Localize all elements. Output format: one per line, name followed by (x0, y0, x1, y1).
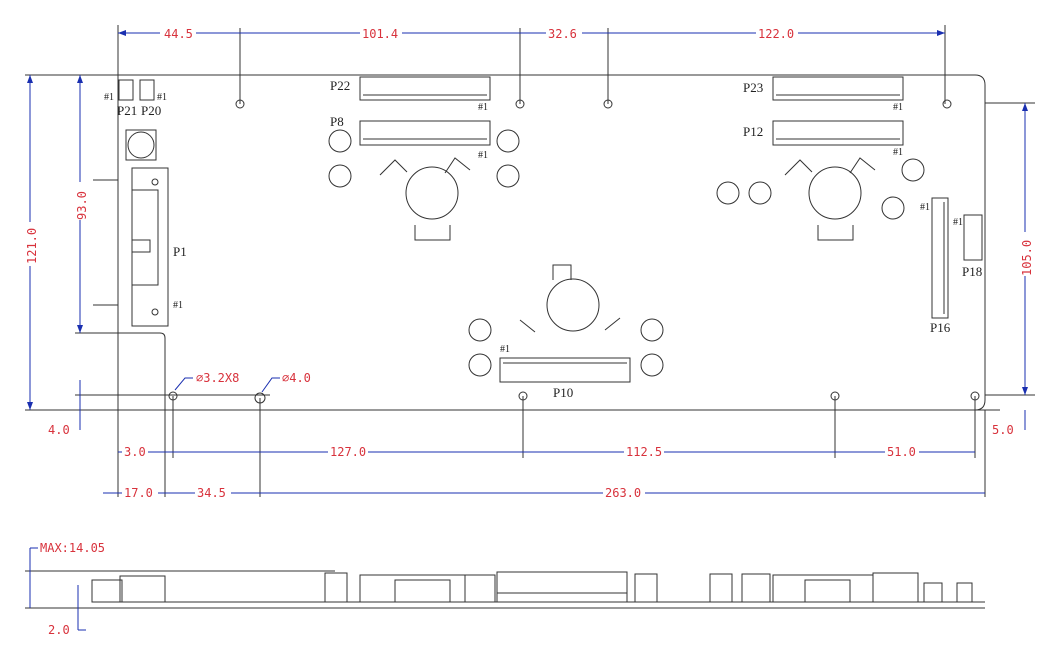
dim-34-5: 34.5 (197, 486, 226, 500)
side-view: MAX:14.05 2.0 (25, 541, 985, 637)
connector-p21: P21 #1 (104, 79, 137, 118)
connector-p23: P23 #1 (743, 76, 904, 113)
dim-101-4: 101.4 (362, 27, 398, 41)
pin1-marker: #1 (893, 147, 903, 158)
connector-p12: P12 #1 (743, 120, 904, 158)
connector-p1: P1 #1 (93, 167, 187, 327)
pin1-marker: #1 (953, 217, 963, 228)
pin1-marker: #1 (920, 202, 930, 213)
connector-p10: P10 #1 (499, 344, 631, 400)
label-p21: P21 (117, 103, 137, 118)
dim-127-0: 127.0 (330, 445, 366, 459)
label-p12: P12 (743, 124, 763, 139)
label-p1: P1 (173, 244, 187, 259)
label-p10: P10 (553, 385, 573, 400)
dim-3-0: 3.0 (124, 445, 146, 459)
dim-51-0: 51.0 (887, 445, 916, 459)
dim-112-5: 112.5 (626, 445, 662, 459)
connector-p8: P8 #1 (330, 114, 491, 161)
dim-32-6: 32.6 (548, 27, 577, 41)
pin1-marker: #1 (104, 92, 114, 103)
dim-4-0: 4.0 (48, 423, 70, 437)
dim-263-0: 263.0 (605, 486, 641, 500)
dim-17-0: 17.0 (124, 486, 153, 500)
bottom-dimension-labels: 3.0 127.0 112.5 51.0 17.0 34.5 263.0 (122, 445, 919, 500)
connector-p18: P18 #1 (953, 214, 983, 279)
pin1-marker: #1 (173, 300, 183, 311)
dim-122-0: 122.0 (758, 27, 794, 41)
max-height-label: MAX:14.05 (40, 541, 105, 555)
dimension-lines (27, 30, 1028, 494)
dim-5-0: 5.0 (992, 423, 1014, 437)
connector-p16: P16 #1 (920, 197, 951, 335)
dim-121-0: 121.0 (25, 228, 39, 264)
label-p8: P8 (330, 114, 344, 129)
hole-callouts: ⌀3.2X8 ⌀4.0 (174, 371, 311, 393)
dim-105-0: 105.0 (1020, 240, 1034, 276)
hole-callout-4-0: ⌀4.0 (282, 371, 311, 385)
round-components (125, 129, 925, 377)
label-p22: P22 (330, 78, 350, 93)
side-dimension-labels: 121.0 93.0 4.0 105.0 5.0 (22, 182, 1034, 437)
label-p20: P20 (141, 103, 161, 118)
pin1-marker: #1 (500, 344, 510, 355)
label-p23: P23 (743, 80, 763, 95)
mounting-holes (168, 99, 980, 404)
pin1-marker: #1 (478, 102, 488, 113)
dim-93-0: 93.0 (75, 191, 89, 220)
connector-p20: P20 #1 (139, 79, 167, 118)
connector-p22: P22 #1 (330, 76, 491, 113)
label-p16: P16 (930, 320, 951, 335)
pin1-marker: #1 (157, 92, 167, 103)
pin1-marker: #1 (478, 150, 488, 161)
pin1-marker: #1 (893, 102, 903, 113)
dim-44-5: 44.5 (164, 27, 193, 41)
hole-callout-3-2: ⌀3.2X8 (196, 371, 239, 385)
board-outline (25, 25, 1035, 497)
board-thickness-label: 2.0 (48, 623, 70, 637)
top-dimension-labels: 44.5 101.4 32.6 122.0 (160, 26, 798, 41)
label-p18: P18 (962, 264, 982, 279)
